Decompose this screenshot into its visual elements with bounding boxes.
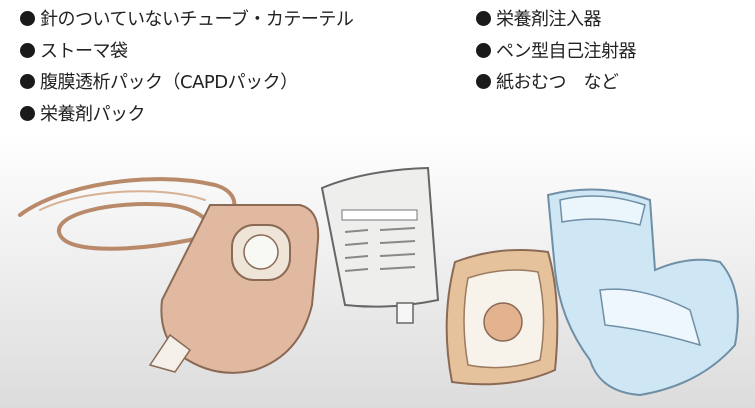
- list-item: 栄養剤パック: [20, 99, 353, 131]
- list-item: ペン型自己注射器: [476, 36, 637, 68]
- tube-coil-illustration: [18, 177, 237, 262]
- list-item: 紙おむつ など: [476, 67, 636, 99]
- diaper-illustration: [546, 188, 739, 397]
- list-item-label: 栄養剤注入器: [496, 9, 602, 30]
- stoma-bag-illustration: [148, 204, 320, 374]
- bullet-icon: [20, 105, 35, 121]
- bullet-icon: [476, 42, 491, 58]
- list-item-label: 紙おむつ など: [496, 72, 619, 93]
- stoma-plate-illustration: [445, 248, 559, 386]
- list-item-label: 栄養剤パック: [40, 103, 146, 125]
- list-item-label: 腹膜透析パック（CAPDパック）: [40, 72, 298, 93]
- list-item: 腹膜透析パック（CAPDパック）: [20, 67, 353, 99]
- bullet-icon: [476, 11, 491, 26]
- list-item: 針のついていないチューブ・カテーテル: [20, 4, 354, 36]
- bullet-icon: [20, 74, 35, 89]
- list-item: 栄養剤注入器: [476, 4, 636, 36]
- item-list-left: 針のついていないチューブ・カテーテル ストーマ袋 腹膜透析パック（CAPDパック…: [20, 4, 354, 131]
- list-item-label: ペン型自己注射器: [496, 40, 637, 62]
- list-item-label: ストーマ袋: [40, 40, 128, 62]
- capd-pack-illustration: [320, 166, 440, 324]
- bullet-icon: [476, 74, 491, 89]
- bullet-icon: [20, 42, 35, 58]
- list-item: ストーマ袋: [20, 36, 353, 68]
- item-list-right: 栄養剤注入器 ペン型自己注射器 紙おむつ など: [476, 4, 637, 99]
- list-item-label: 針のついていないチューブ・カテーテル: [40, 9, 354, 30]
- bullet-icon: [20, 11, 35, 26]
